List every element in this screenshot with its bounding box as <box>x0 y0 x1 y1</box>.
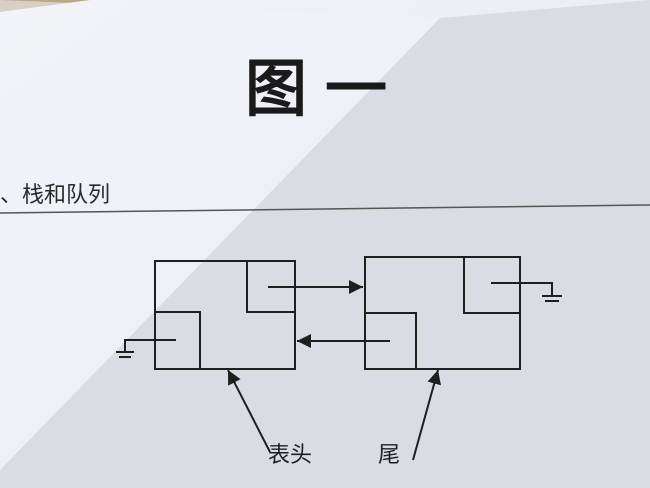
section-divider <box>0 204 650 214</box>
null-ground-left <box>116 339 176 358</box>
node-right <box>364 256 521 370</box>
tail-label-arrow <box>412 369 441 461</box>
section-heading: 、栈和队列 <box>0 183 111 208</box>
tail-label: 尾 <box>378 443 401 468</box>
head-label: 表头 <box>268 443 313 468</box>
paper-fold <box>0 0 440 470</box>
figure-title: 图一 <box>244 52 405 125</box>
head-label-arrow <box>227 369 271 453</box>
null-ground-right <box>491 282 562 302</box>
node-left <box>154 260 296 370</box>
